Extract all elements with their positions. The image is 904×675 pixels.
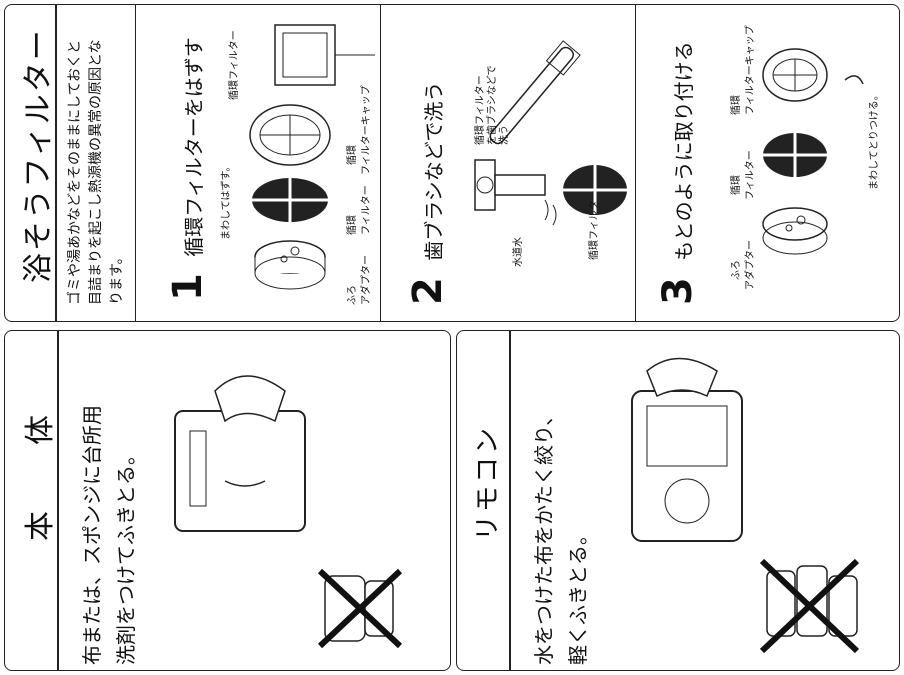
step-divider-1	[380, 5, 381, 321]
no-cleaner-icon	[757, 551, 867, 661]
step-3-number: 3	[655, 277, 701, 305]
remote-text: 水をつけた布をかたく絞り、 軽くふきとる。	[527, 406, 595, 665]
intro-line-3: ります。	[107, 39, 128, 305]
remote-illustration	[607, 351, 777, 551]
body-line-1: 布または、スポンジに台所用	[75, 405, 109, 665]
step-3: 3 もとのように取り付ける	[655, 41, 701, 305]
label-furo-c: ふろ	[727, 260, 742, 280]
step2-brush-illustration	[445, 5, 645, 321]
filter-title: 浴そうフィルター	[21, 28, 56, 283]
intro-line-1: ゴミや湯あかなどをそのままにしておくと	[65, 39, 86, 305]
label-furo-a: ふろ	[343, 285, 358, 305]
label-junkan-filter-top: 循環フィルター	[225, 30, 240, 100]
remote-panel: リモコン 水をつけた布をかたく絞り、 軽くふきとる。	[456, 330, 900, 671]
step-2-text: 歯ブラシなどで洗う	[422, 82, 446, 261]
remote-line-1: 水をつけた布をかたく絞り、	[527, 406, 561, 665]
label-filter-cap-a: フィルターキャップ	[357, 85, 372, 175]
label-adapter-c: アダプター	[741, 240, 756, 290]
body-panel: 本 体 布または、スポンジに台所用 洗剤をつけてふきとる。	[4, 330, 451, 671]
body-line-2: 洗剤をつけてふきとる。	[109, 405, 143, 665]
intro-line-2: 目詰まりを起こし熱源機の異常の原因とな	[86, 39, 107, 305]
bath-filter-panel: 浴そうフィルター ゴミや湯あかなどをそのままにしておくと 目詰まりを起こし熱源機…	[4, 4, 900, 322]
label-filter-d: フィルター	[741, 150, 756, 200]
remote-title-divider	[509, 331, 511, 670]
label-junkan-a: 循環	[343, 145, 358, 165]
label-remove-turn: まわしてはずす。	[217, 162, 232, 241]
intro-text: ゴミや湯あかなどをそのままにしておくと 目詰まりを起こし熱源機の異常の原因とな …	[65, 39, 128, 305]
page-title: 浴そうフィルター	[13, 28, 57, 283]
body-title: 本 体	[15, 397, 59, 541]
label-attach-turn: まわしてとりつける。	[865, 90, 880, 190]
intro-divider	[135, 5, 136, 321]
step-divider-2	[635, 5, 636, 321]
label-adapter-a: アダプター	[357, 255, 372, 305]
label-filter-cap-c: フィルターキャップ	[741, 25, 756, 115]
label-junkan-d: 循環	[727, 175, 742, 195]
body-unit-illustration	[155, 341, 335, 551]
label-water-tap: 水道水	[509, 237, 524, 267]
label-junkan-c: 循環	[727, 95, 742, 115]
label-junkan-filter-mid: 循環フィルター	[585, 190, 600, 260]
no-detergent-icon	[315, 561, 405, 651]
remote-line-2: 軽くふきとる。	[561, 406, 595, 665]
label-brush-note: 循環フィルター を歯ブラシなどで 洗う	[475, 65, 511, 145]
label-junkan-b: 循環	[343, 215, 358, 235]
title-divider	[55, 5, 57, 321]
step-1-text: 循環フィルターをはずす	[182, 37, 206, 257]
body-text: 布または、スポンジに台所用 洗剤をつけてふきとる。	[75, 405, 143, 665]
remote-title: リモコン	[467, 425, 504, 541]
step-3-text: もとのように取り付ける	[672, 41, 696, 260]
body-title-divider	[57, 331, 59, 670]
label-filter-b: フィルター	[357, 185, 372, 235]
